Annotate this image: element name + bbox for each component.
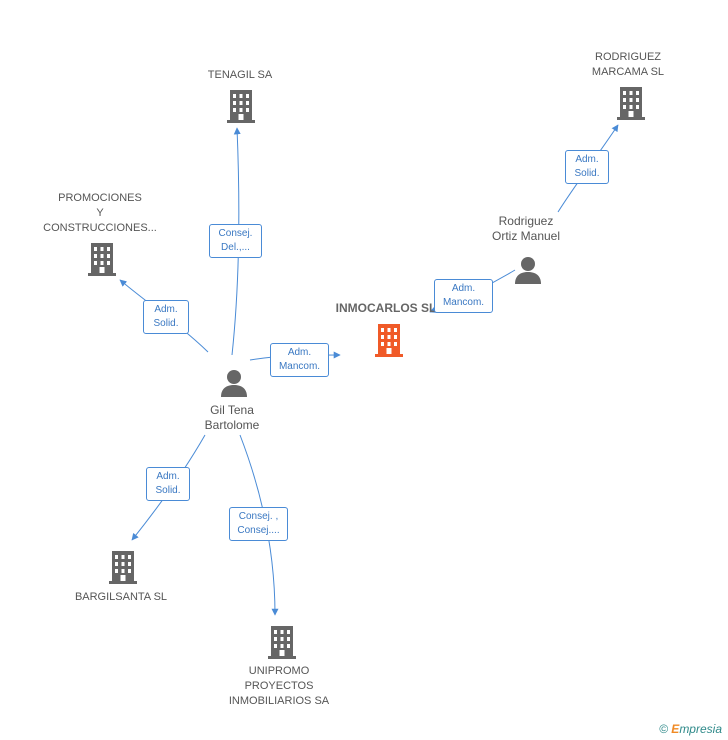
edge-label-line: Adm. — [451, 283, 476, 294]
brand-watermark: © Empresia — [659, 722, 722, 736]
node-label-inmocarlos: INMOCARLOS SL — [326, 301, 446, 316]
building-icon[interactable] — [86, 241, 118, 277]
edge-label-gil-unipromo[interactable]: Consej. , Consej.... — [229, 507, 288, 541]
edge-label-gil-inmocarlos[interactable]: Adm. Mancom. — [270, 343, 329, 377]
edge-label-line: Consej. — [218, 228, 253, 239]
node-label-line: Gil Tena — [210, 403, 254, 417]
node-label-line: INMOBILIARIOS SA — [228, 695, 330, 707]
edge-label-line: Adm. — [575, 154, 599, 165]
building-icon[interactable] — [225, 88, 257, 124]
brand-logo-letter: E — [671, 722, 680, 736]
edge-label-ortiz-marcama[interactable]: Adm. Solid. — [565, 150, 609, 184]
node-label-line: TENAGIL SA — [207, 69, 273, 81]
node-label-line: INMOCARLOS SL — [335, 301, 437, 315]
edge-label-line: Adm. — [154, 304, 178, 315]
building-icon[interactable] — [372, 322, 406, 358]
building-icon[interactable] — [266, 624, 298, 660]
node-label-bargilsanta: BARGILSANTA SL — [61, 590, 181, 605]
edge-label-line: Adm. — [156, 471, 180, 482]
person-icon[interactable] — [219, 368, 249, 398]
edge-label-line: Solid. — [155, 485, 181, 496]
brand-name: mpresia — [679, 722, 722, 736]
edge-label-gil-tenagil[interactable]: Consej. Del.,... — [209, 224, 262, 258]
node-label-promociones: PROMOCIONES Y CONSTRUCCIONES... — [40, 191, 160, 236]
node-label-line: UNIPROMO — [248, 665, 310, 677]
node-label-line: Ortiz Manuel — [491, 229, 561, 243]
edge-label-line: Mancom. — [442, 297, 485, 308]
node-label-line: CONSTRUCCIONES... — [43, 222, 157, 234]
node-label-line: RODRIGUEZ — [595, 51, 661, 63]
edge-label-gil-promociones[interactable]: Adm. Solid. — [143, 300, 189, 334]
edge-label-line: Del.,... — [221, 242, 250, 253]
edge-label-line: Adm. — [287, 347, 312, 358]
building-icon[interactable] — [107, 549, 139, 585]
edge-label-gil-bargilsanta[interactable]: Adm. Solid. — [146, 467, 190, 501]
edge-label-line: Solid. — [574, 168, 600, 179]
copyright-icon: © — [659, 722, 668, 736]
edge-label-line: Solid. — [153, 318, 179, 329]
node-label-line: Bartolome — [204, 418, 260, 432]
edge-label-line: Consej. , — [238, 511, 279, 522]
node-label-tenagil: TENAGIL SA — [180, 68, 300, 83]
edge-label-line: Consej.... — [237, 525, 280, 536]
node-label-line: MARCAMA SL — [591, 66, 665, 78]
edge-label-line: Mancom. — [278, 361, 321, 372]
node-label-line: PROYECTOS — [244, 680, 314, 692]
building-icon[interactable] — [615, 85, 647, 121]
node-label-line: Y — [96, 207, 104, 219]
node-label-rodriguez-marcama: RODRIGUEZ MARCAMA SL — [568, 50, 688, 80]
node-label-rodriguez-ortiz: Rodriguez Ortiz Manuel — [466, 214, 586, 244]
node-label-line: BARGILSANTA SL — [74, 591, 168, 603]
node-label-line: Rodriguez — [498, 214, 554, 228]
node-label-unipromo: UNIPROMO PROYECTOS INMOBILIARIOS SA — [219, 664, 339, 709]
node-label-line: PROMOCIONES — [58, 192, 142, 204]
edge-label-ortiz-inmocarlos[interactable]: Adm. Mancom. — [434, 279, 493, 313]
person-icon[interactable] — [513, 255, 543, 285]
node-label-gil-tena: Gil Tena Bartolome — [172, 403, 292, 433]
